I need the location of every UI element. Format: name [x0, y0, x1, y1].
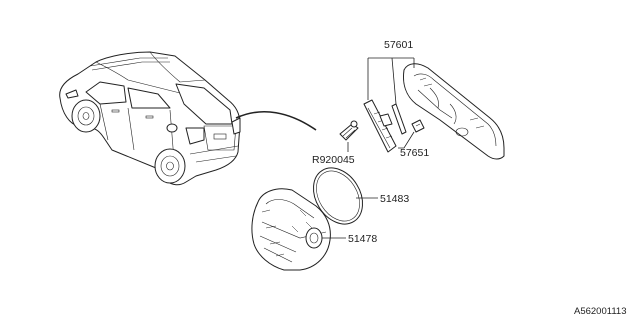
leader-lines — [322, 57, 415, 239]
label-r920045: R920045 — [312, 154, 355, 166]
filler-pocket-part — [251, 188, 331, 271]
label-51483: 51483 — [380, 193, 409, 205]
drawing-code: A562001113 — [574, 306, 626, 317]
screw-part — [339, 120, 359, 141]
label-57651: 57651 — [400, 147, 429, 159]
label-51478: 51478 — [348, 233, 377, 245]
seal-ring-part — [312, 167, 364, 225]
label-57601: 57601 — [384, 39, 413, 51]
vehicle-illustration — [59, 51, 317, 186]
fuel-lid-panel — [403, 63, 505, 160]
lid-spring-part — [391, 103, 425, 135]
hinge-bracket — [363, 99, 397, 153]
